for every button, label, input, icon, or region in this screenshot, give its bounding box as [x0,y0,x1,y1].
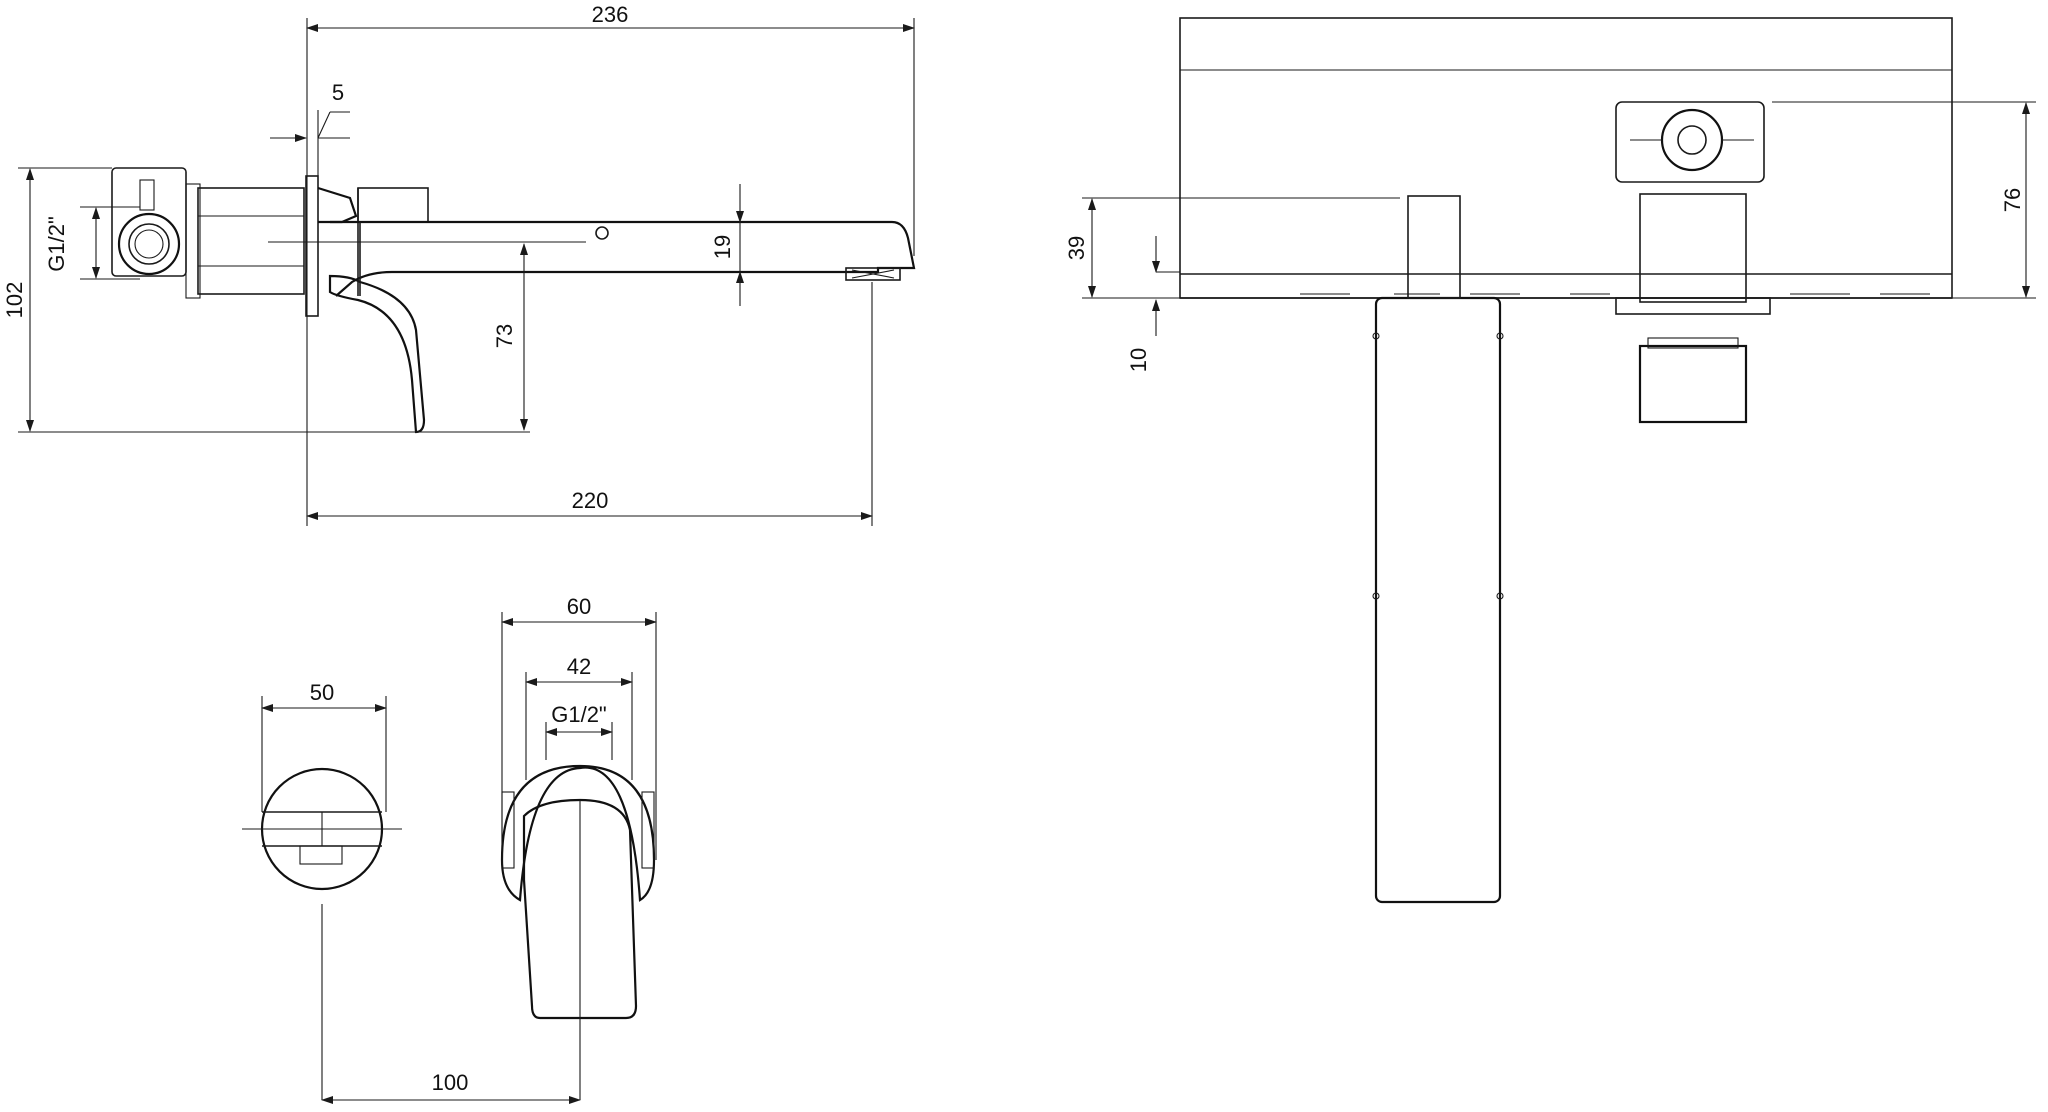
dim-inlet-thread-front-label: G1/2" [551,702,607,727]
dim-rosette-diameter: 50 [261,680,387,812]
valve-body [197,187,305,295]
dim-spout-height-label: 19 [710,235,735,259]
dim-spout-projection: 220 [306,282,873,526]
inlet-thread-circle [117,212,181,276]
dim-body-width: 60 [501,594,657,860]
dim-lever-drop-label: 73 [492,324,517,348]
dim-overall-length: 236 [306,2,915,300]
lever-handle [317,186,426,434]
dim-inlet-thread-side: G1/2" [44,206,140,280]
side-view: 236 5 G1/2" 102 19 [2,2,916,526]
dim-inlet-thread-front: G1/2" [545,702,613,760]
dim-plate-thickness: 5 [270,80,350,176]
lever-front-body [500,764,656,902]
wall-box [1179,17,1953,299]
valve-top-circle [1660,108,1724,172]
dim-embed-depth: 39 [1064,197,1400,299]
wall-plate [305,175,319,317]
spout [330,220,916,297]
inlet-thread-inner [128,223,170,265]
valve-body-flange [185,183,201,299]
dim-spout-height: 19 [710,184,744,306]
dim-inlet-thread-side-label: G1/2" [44,216,69,272]
spout-top [1374,296,1502,904]
dim-inner-width-label: 42 [567,654,591,679]
lever-front-handle [522,798,638,1020]
escutcheon-block [357,187,429,223]
dim-plate-thickness-label: 5 [332,80,344,105]
spout-collar [1407,195,1461,299]
inlet-thread-core [134,229,164,259]
dim-box-height: 76 [1772,101,2036,299]
dim-embed-depth-label: 39 [1064,236,1089,260]
front-view: 50 60 42 G1/2" [242,594,657,1104]
aerator [845,267,901,281]
valve-flange [1615,297,1771,315]
valve-cartridge [1639,193,1747,303]
dim-centre-distance: 100 [321,1070,581,1104]
dim-spout-projection-label: 220 [572,488,609,513]
bracket-top-tab [139,179,155,211]
dim-overall-length-label: 236 [592,2,629,27]
valve-handle-top [1638,344,1748,424]
dim-lever-drop: 73 [492,243,528,431]
dim-rosette-diameter-label: 50 [310,680,334,705]
dim-total-height-label: 102 [2,282,27,319]
spout-hole [595,226,609,240]
dim-finish-depth-label: 10 [1126,348,1151,372]
dim-inner-width: 42 [525,654,633,780]
dim-centre-distance-label: 100 [432,1070,469,1095]
dim-finish-depth: 10 [1126,236,1180,372]
top-view: 39 10 76 [1064,17,2036,904]
dim-box-height-label: 76 [2000,188,2025,212]
dim-body-width-label: 60 [567,594,591,619]
dim-total-height: 102 [2,167,530,433]
